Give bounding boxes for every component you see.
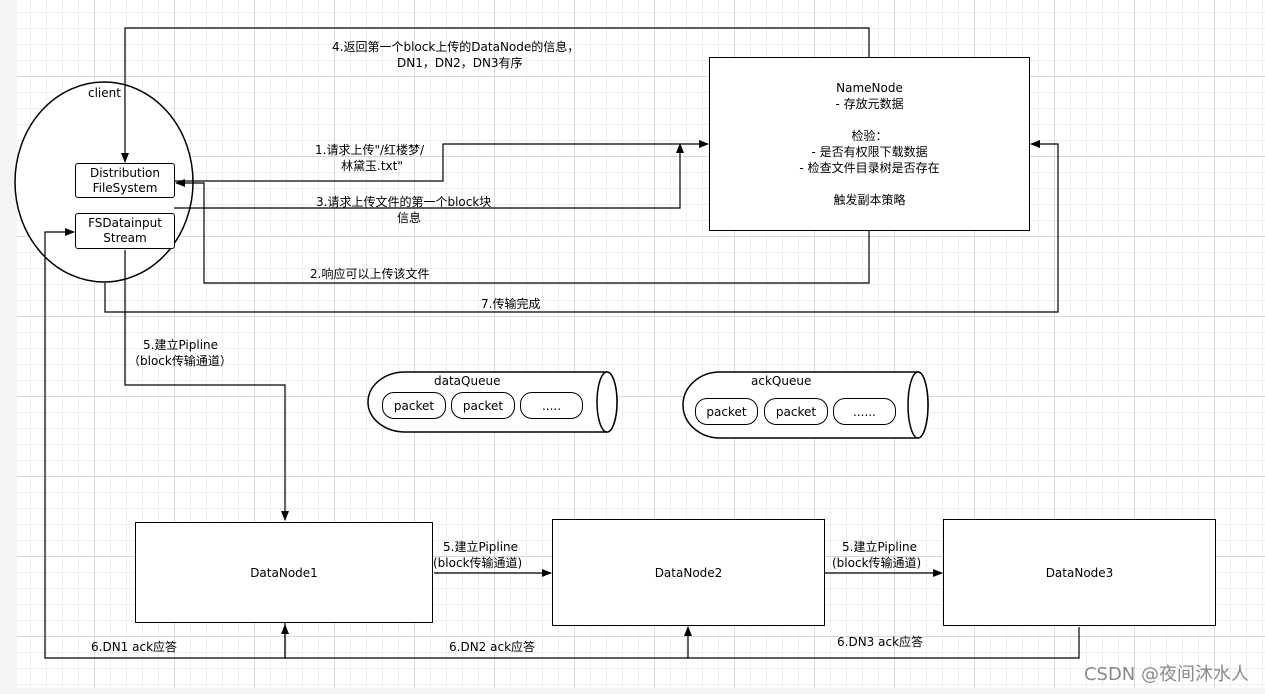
arrow-ack-dn3 (684, 626, 1080, 659)
arrow-step1 (174, 140, 709, 182)
datanode2-label: DataNode2 (654, 565, 723, 580)
step3-label-line2: 信息 (397, 211, 422, 225)
datanode1-label: DataNode1 (250, 565, 318, 580)
namenode-line-7: 触发副本策略 (833, 193, 906, 207)
step1-label-line2: 林黛玉.txt" (341, 159, 403, 173)
client-label: client (88, 86, 121, 100)
namenode-line-1: - 存放元数据 (835, 97, 904, 111)
step5-dn1-dn2-label-line1: 5.建立Pipline (443, 540, 519, 554)
csdn-watermark: CSDN @夜间沐水人 (1083, 664, 1249, 685)
step6-dn1-ack-label: 6.DN1 ack应答 (91, 640, 178, 654)
ack-queue-packet-1: packet (695, 398, 758, 425)
data-queue-label: dataQueue (434, 374, 501, 388)
namenode-line-3: 检验： (851, 129, 888, 143)
step5-pipeline-label-line1: 5.建立Pipline (143, 338, 219, 352)
step6-dn3-ack-label: 6.DN3 ack应答 (837, 635, 924, 649)
dfs-line2: FileSystem (92, 180, 158, 195)
datanode3-box[interactable]: DataNode3 (943, 519, 1216, 626)
arrow-step7 (104, 140, 1059, 313)
step5-dn1-dn2-label-line2: (block传输通道) (433, 556, 523, 570)
data-queue-packet-1: packet (382, 392, 446, 419)
data-queue-packet-more: ..... (520, 392, 583, 419)
ack-queue-packet-2: packet (764, 398, 828, 425)
namenode-line-0: NameNode (836, 81, 903, 95)
arrow-step3 (174, 143, 684, 209)
arrow-step5-pipeline (124, 250, 289, 521)
namenode-line-4: - 是否有权限下载数据 (811, 145, 928, 159)
fsd-line1: FSDatainput (88, 216, 162, 230)
ack-queue-cap (907, 371, 929, 439)
step5-dn2-dn3-label-line2: (block传输通道) (832, 556, 922, 570)
data-queue-packet-2: packet (451, 392, 515, 419)
datanode2-box[interactable]: DataNode2 (552, 519, 825, 626)
step7-label: 7.传输完成 (481, 297, 541, 311)
namenode-box[interactable]: NameNode - 存放元数据 检验： - 是否有权限下载数据 - 检查文件目… (709, 57, 1030, 231)
fsdatainput-stream-box[interactable]: FSDatainput Stream (75, 213, 175, 249)
step5-dn2-dn3-label-line1: 5.建立Pipline (842, 540, 918, 554)
step6-dn2-ack-label: 6.DN2 ack应答 (449, 640, 536, 654)
ack-queue-label: ackQueue (751, 374, 812, 388)
step4-label-line2: DN1，DN2，DN3有序 (397, 56, 523, 70)
step5-pipeline-label-line2: （block传输通道） (128, 354, 232, 368)
step4-label-line1: 4.返回第一个block上传的DataNode的信息， (332, 40, 580, 54)
step3-label-line1: 3.请求上传文件的第一个block块 (316, 195, 492, 209)
dfs-line1: Distribution (89, 165, 160, 180)
ack-queue-packet-more: ...... (833, 398, 896, 425)
arrow-step2 (175, 179, 870, 284)
datanode3-label: DataNode3 (1045, 565, 1114, 580)
arrow-step4 (121, 27, 870, 163)
arrow-ack-dn2 (281, 624, 688, 659)
step2-label: 2.响应可以上传该文件 (310, 267, 430, 281)
fsd-line2: Stream (103, 231, 147, 245)
namenode-line-5: - 检查文件目录树是否存在 (799, 161, 940, 175)
datanode1-box[interactable]: DataNode1 (135, 522, 433, 623)
data-queue-cap (596, 371, 618, 433)
distribution-filesystem-box[interactable]: Distribution FileSystem (75, 163, 175, 198)
step1-label-line1: 1.请求上传"/红楼梦/ (315, 143, 425, 157)
